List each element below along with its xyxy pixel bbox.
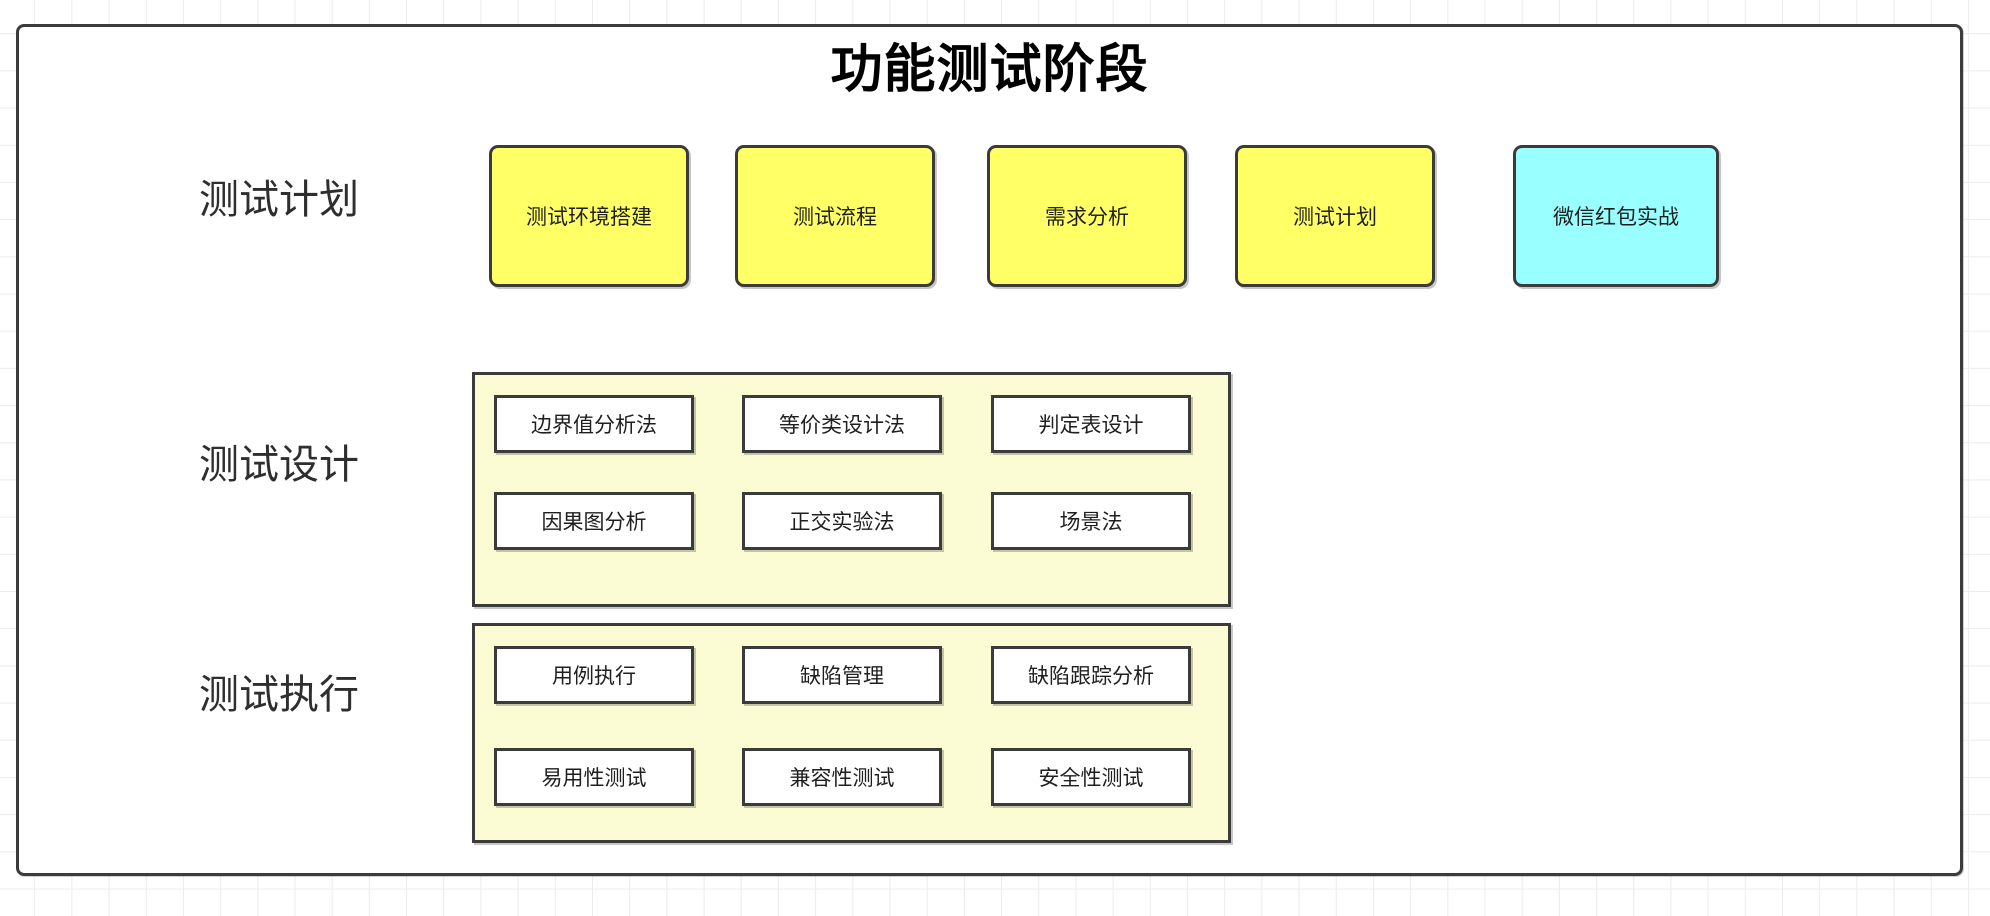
item-case-execution[interactable]: 用例执行 [494, 646, 694, 704]
card-requirement-analysis[interactable]: 需求分析 [987, 145, 1187, 287]
row-label-test-execution: 测试执行 [199, 673, 359, 717]
item-compatibility-testing[interactable]: 兼容性测试 [742, 748, 942, 806]
row-label-test-plan: 测试计划 [199, 178, 359, 222]
diagram-outer-frame: 功能测试阶段 测试计划 测试环境搭建 测试流程 需求分析 测试计划 微信红包实战… [16, 24, 1963, 876]
item-boundary-value-analysis[interactable]: 边界值分析法 [494, 395, 694, 453]
item-usability-testing[interactable]: 易用性测试 [494, 748, 694, 806]
item-decision-table-design[interactable]: 判定表设计 [991, 395, 1191, 453]
item-cause-effect-graph-analysis[interactable]: 因果图分析 [494, 492, 694, 550]
item-orthogonal-experiment-method[interactable]: 正交实验法 [742, 492, 942, 550]
page-title: 功能测试阶段 [830, 41, 1149, 99]
card-test-process[interactable]: 测试流程 [735, 145, 935, 287]
item-defect-tracking-analysis[interactable]: 缺陷跟踪分析 [991, 646, 1191, 704]
card-test-plan[interactable]: 测试计划 [1235, 145, 1435, 287]
card-wechat-redpacket-practice[interactable]: 微信红包实战 [1513, 145, 1719, 287]
panel-test-design: 边界值分析法 等价类设计法 判定表设计 因果图分析 正交实验法 场景法 [472, 372, 1231, 607]
item-equivalence-class-design[interactable]: 等价类设计法 [742, 395, 942, 453]
item-security-testing[interactable]: 安全性测试 [991, 748, 1191, 806]
item-defect-management[interactable]: 缺陷管理 [742, 646, 942, 704]
card-test-environment-setup[interactable]: 测试环境搭建 [489, 145, 689, 287]
panel-test-execution: 用例执行 缺陷管理 缺陷跟踪分析 易用性测试 兼容性测试 安全性测试 [472, 623, 1231, 843]
row-label-test-design: 测试设计 [199, 443, 359, 487]
item-scenario-method[interactable]: 场景法 [991, 492, 1191, 550]
